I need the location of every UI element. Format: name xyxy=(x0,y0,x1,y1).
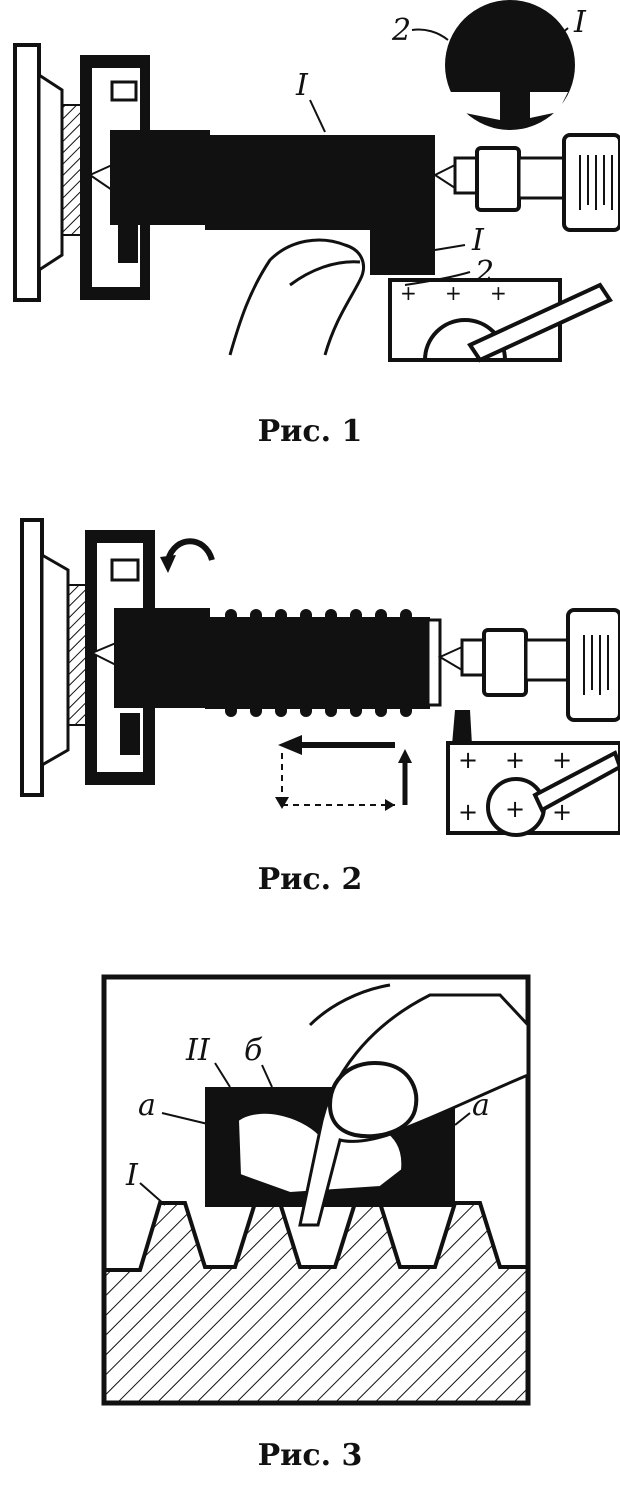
workpiece-left-section xyxy=(114,608,210,708)
tool-post-lever xyxy=(532,750,620,813)
faceplate xyxy=(13,43,41,302)
tailstock-handwheel xyxy=(566,608,620,722)
left-center xyxy=(87,163,113,192)
workpiece-body xyxy=(205,135,435,230)
label-part-1-right: I xyxy=(471,223,485,258)
inset-label-2: 2 xyxy=(391,13,411,48)
figure-3-drawing: II б a a I xyxy=(101,974,531,1406)
chuck-screw-top xyxy=(110,558,140,582)
chuck-screw-top xyxy=(110,80,138,102)
leader-lines xyxy=(309,27,569,286)
hand xyxy=(228,238,365,356)
right-center xyxy=(432,163,456,190)
detail-inset-highlight-left xyxy=(450,92,500,120)
hand-finger-line xyxy=(289,260,361,287)
chuck-screw-bottom xyxy=(118,225,138,263)
chuck-screw-bottom xyxy=(120,713,140,755)
tailstock-scale xyxy=(583,635,609,695)
chuck-housing xyxy=(80,55,150,300)
label-b: б xyxy=(244,1033,263,1068)
chuck-housing xyxy=(85,530,155,785)
figure-2: + + + + + + xyxy=(0,505,620,840)
svg-text:+: + xyxy=(445,281,462,305)
chuck-jaw-hatched xyxy=(67,584,97,726)
tailstock-nut xyxy=(482,628,528,697)
svg-text:+: + xyxy=(505,746,525,774)
inset-label-1: I xyxy=(573,5,587,40)
label-a-left: a xyxy=(138,1088,156,1123)
figure-1-drawing: + + + 2 I I I 2 xyxy=(13,0,620,363)
svg-text:+: + xyxy=(552,798,572,826)
figure-3-caption: Рис. 3 xyxy=(257,1438,363,1473)
attachment-block xyxy=(370,225,435,275)
svg-text:+: + xyxy=(490,281,507,305)
rotation-arrow-head xyxy=(160,555,176,573)
right-center xyxy=(437,645,463,672)
svg-text:+: + xyxy=(458,746,478,774)
faceplate xyxy=(20,518,44,797)
tailstock-body xyxy=(524,638,570,682)
cutting-tool xyxy=(452,710,472,745)
label-part-2: 2 xyxy=(474,255,494,290)
tailstock-handwheel xyxy=(562,133,620,232)
worm-end-collar xyxy=(426,618,442,707)
leader-lines xyxy=(139,1062,471,1206)
tool-post-marks: + + + xyxy=(400,281,507,305)
finger-second-outline xyxy=(308,983,391,1027)
chuck-jaw-hatched xyxy=(61,104,91,236)
svg-text:+: + xyxy=(458,798,478,826)
rotation-arrow xyxy=(165,538,215,562)
label-a-right: a xyxy=(472,1088,490,1123)
faceplate-flange xyxy=(37,72,64,273)
label-I: I xyxy=(125,1158,139,1193)
svg-text:+: + xyxy=(552,746,572,774)
tool-post-center-mark: + xyxy=(505,795,525,823)
faceplate-flange xyxy=(40,552,70,768)
tool-post-lever xyxy=(467,282,613,363)
worm-threaded-section xyxy=(205,609,430,717)
feed-path-diagram xyxy=(275,735,412,811)
label-part-1-top: I xyxy=(295,68,309,103)
tailstock-scale xyxy=(579,155,613,210)
svg-text:+: + xyxy=(400,281,417,305)
figure-2-drawing: + + + + + + xyxy=(20,518,620,837)
tailstock-quill xyxy=(453,156,479,195)
tailstock-body xyxy=(517,156,566,200)
figure-3: II б a a I xyxy=(0,965,620,1410)
tool-post-marks: + + + + + xyxy=(458,746,572,826)
figure-1: + + + 2 I I I 2 xyxy=(0,0,620,380)
label-II: II xyxy=(185,1033,211,1068)
figure-2-caption: Рис. 2 xyxy=(257,862,363,897)
tailstock-quill xyxy=(460,638,486,677)
workpiece-left-section xyxy=(110,130,210,225)
tailstock-nut xyxy=(475,146,521,212)
detail-inset-highlight-right xyxy=(530,92,568,118)
fingernail xyxy=(327,1061,419,1139)
figure-1-caption: Рис. 1 xyxy=(257,414,363,449)
